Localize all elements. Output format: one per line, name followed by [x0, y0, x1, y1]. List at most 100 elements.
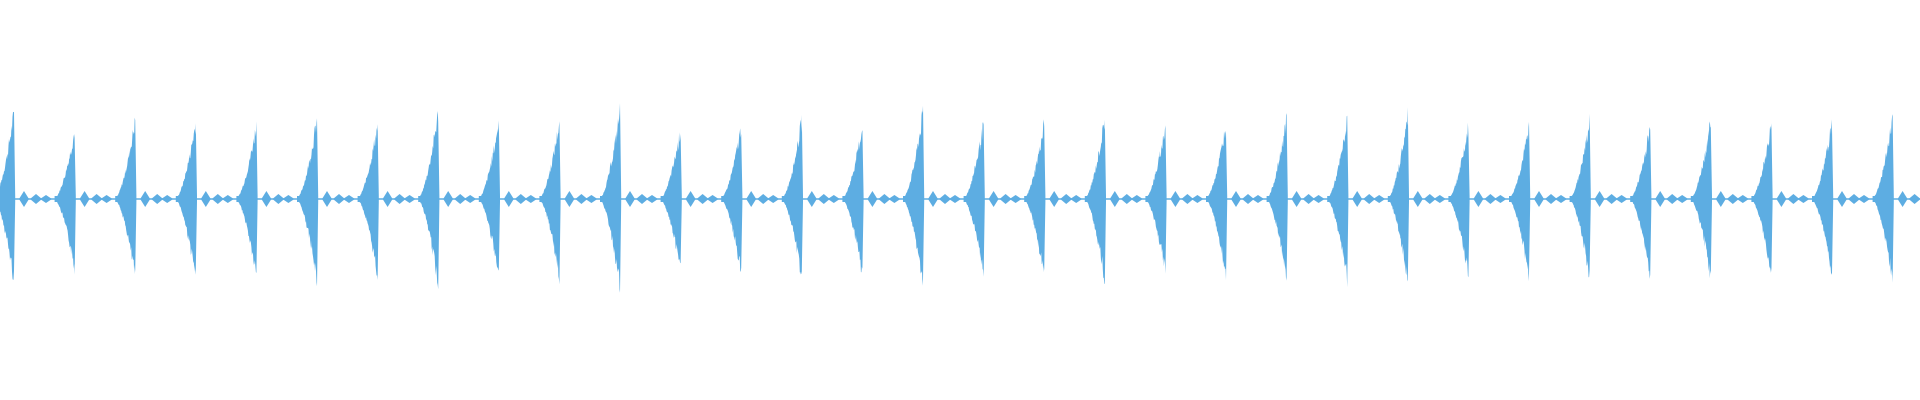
waveform-burst	[1872, 114, 1894, 283]
waveform-burst	[357, 124, 379, 280]
waveform-blip	[928, 191, 938, 207]
waveform-blip	[685, 191, 696, 207]
waveform-blip	[1897, 191, 1908, 207]
waveform-blip	[343, 195, 355, 203]
waveform-beats	[0, 103, 1920, 293]
waveform-blip	[888, 195, 901, 203]
waveform-blip	[646, 195, 658, 203]
waveform-blip	[333, 194, 345, 204]
waveform-beat	[842, 130, 901, 273]
waveform-blip	[746, 191, 757, 207]
waveform-beat	[1751, 123, 1810, 273]
waveform-blip	[1423, 194, 1436, 204]
waveform-blip	[1776, 191, 1787, 207]
waveform-beat	[1509, 121, 1567, 282]
waveform-blip	[90, 194, 103, 204]
waveform-beat	[1266, 113, 1325, 281]
waveform-beat	[1327, 115, 1386, 288]
waveform-beat	[539, 121, 598, 285]
waveform-blip	[79, 191, 90, 207]
waveform-beat	[297, 118, 355, 287]
waveform-blip	[939, 194, 951, 204]
waveform-blip	[757, 194, 770, 204]
waveform-beat	[1084, 119, 1143, 285]
waveform-blip	[1848, 194, 1860, 204]
waveform-blip	[1009, 195, 1022, 203]
waveform-blip	[827, 195, 840, 203]
waveform-beat	[963, 122, 1022, 277]
waveform-burst	[1630, 127, 1652, 279]
waveform-beat	[1690, 121, 1749, 279]
waveform-burst	[963, 122, 985, 277]
waveform-burst	[1327, 115, 1349, 288]
waveform-beat	[600, 103, 658, 293]
waveform-blip	[867, 191, 878, 207]
waveform-blip	[1797, 195, 1810, 203]
waveform-beat	[781, 114, 840, 275]
waveform-burst	[842, 130, 864, 273]
waveform-blip	[1473, 191, 1484, 207]
waveform-blip	[1787, 194, 1800, 204]
waveform-burst	[1024, 119, 1046, 273]
waveform-blip	[272, 194, 285, 204]
waveform-blip	[1120, 194, 1133, 204]
waveform-blip	[454, 194, 467, 204]
waveform-blip	[443, 191, 454, 207]
waveform-blip	[1231, 191, 1241, 207]
waveform-blip	[696, 194, 709, 204]
waveform-blip	[211, 194, 224, 204]
waveform-burst	[539, 121, 561, 285]
waveform-blip	[151, 194, 164, 204]
waveform-beat	[721, 128, 780, 272]
waveform-burst	[418, 111, 440, 290]
waveform-blip	[1666, 194, 1679, 204]
waveform-blip	[1615, 195, 1628, 203]
waveform-burst	[660, 132, 682, 264]
waveform-blip	[1545, 194, 1557, 204]
waveform-burst	[54, 134, 76, 275]
waveform-beat	[1448, 122, 1507, 278]
waveform-blip	[949, 195, 961, 203]
waveform-blip	[1484, 194, 1497, 204]
waveform-beat	[357, 124, 416, 280]
waveform-blip	[1676, 195, 1689, 203]
waveform-beat	[1024, 119, 1083, 273]
waveform-blip	[393, 194, 406, 204]
waveform-burst	[1509, 121, 1531, 282]
waveform-blip	[1109, 191, 1120, 207]
waveform-blip	[625, 191, 635, 207]
waveform-blip	[999, 194, 1012, 204]
waveform-burst	[0, 111, 16, 281]
waveform-blip	[1252, 195, 1264, 203]
waveform-blip	[878, 194, 891, 204]
waveform-blip	[1433, 195, 1446, 203]
waveform-blip	[1130, 195, 1143, 203]
waveform-blip	[1908, 194, 1920, 204]
waveform-burst	[1448, 122, 1470, 278]
waveform-burst	[903, 105, 925, 286]
waveform-beat	[54, 134, 113, 275]
waveform-blip	[1070, 195, 1083, 203]
waveform-blip	[767, 195, 780, 203]
waveform-blip	[1412, 191, 1423, 207]
waveform-blip	[1302, 194, 1315, 204]
waveform-blip	[988, 191, 999, 207]
waveform-blip	[19, 191, 29, 207]
waveform-blip	[30, 194, 42, 204]
waveform-beat	[418, 111, 477, 290]
waveform-blip	[1555, 195, 1567, 203]
waveform-blip	[1736, 195, 1749, 203]
waveform-burst	[1569, 113, 1591, 278]
waveform-blip	[524, 195, 537, 203]
waveform-blip	[1060, 194, 1073, 204]
waveform-blip	[100, 195, 113, 203]
waveform-blip	[1181, 194, 1194, 204]
waveform-burst	[1206, 130, 1228, 281]
waveform-burst	[1812, 119, 1834, 275]
waveform-beat	[1630, 127, 1689, 279]
waveform-blip	[514, 194, 527, 204]
waveform-blip	[706, 195, 719, 203]
waveform-blip	[1655, 191, 1666, 207]
